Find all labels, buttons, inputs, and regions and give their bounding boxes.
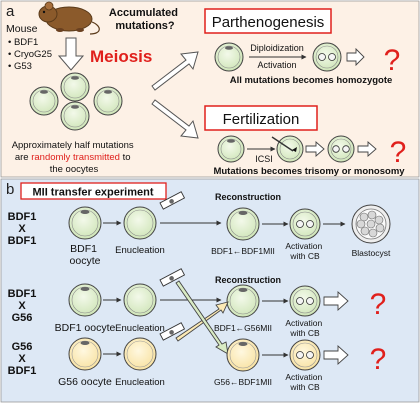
activation-cb-label: Activation with CB — [285, 241, 324, 261]
question-mark: ? — [370, 343, 387, 376]
cross-label: BDF1 X G56 — [8, 288, 37, 324]
svg-text:G56: G56 — [12, 312, 33, 324]
reconstructed-oocyte — [226, 338, 260, 372]
mii-title: MII transfer experiment — [32, 187, 153, 199]
parthenogenesis-title: Parthenogenesis — [212, 14, 325, 31]
result-arrow — [346, 47, 365, 67]
enucleated-oocyte — [123, 337, 157, 371]
activated-oocyte — [312, 42, 342, 72]
cross-label: G56 X BDF1 — [8, 341, 37, 377]
fert-arrow-1 — [305, 141, 325, 157]
reconstructed-oocyte — [226, 284, 260, 318]
homozygote-result: All mutations becomes homozygote — [230, 75, 393, 86]
pipette — [159, 191, 186, 210]
question-mark: ? — [370, 288, 387, 321]
arrow — [323, 290, 349, 312]
question-mark: ? — [390, 136, 407, 169]
activation-label: Activation — [257, 60, 296, 70]
svg-text:BDF1: BDF1 — [8, 235, 37, 247]
oocyte-group — [29, 72, 123, 131]
panel-a-letter: a — [6, 3, 15, 20]
meiosis-arrow — [57, 37, 85, 71]
icsi-label: ICSI — [255, 154, 273, 164]
strain-item: • CryoG25 — [8, 49, 52, 60]
strain-item: • BDF1 — [8, 37, 38, 48]
activation-cb-label: Activation with CB — [285, 372, 324, 392]
fertilization-box — [204, 105, 318, 131]
question-mark: ? — [384, 44, 401, 77]
svg-text:BDF1: BDF1 — [8, 365, 37, 377]
fertilization-oocyte — [217, 135, 245, 163]
diploidization-label: Diploidization — [250, 43, 304, 53]
reconstruction-id: BDF1←BDF1MII — [211, 246, 275, 256]
mouse-illustration — [38, 1, 100, 35]
activation-cb-label: Activation with CB — [285, 318, 324, 338]
cross-label: BDF1 X BDF1 — [8, 211, 37, 247]
enucleation-label: Enucleation — [115, 323, 165, 334]
transfer-arrow-g56-to-bdf1 — [175, 301, 229, 342]
trisomy-result: Mutations becomes trisomy or monosomy — [213, 166, 405, 177]
zygote — [327, 135, 355, 163]
svg-text:X: X — [18, 223, 26, 235]
oocyte-label: BDF1 oocyte — [70, 243, 101, 267]
arrow-to-fertilization — [151, 99, 199, 139]
parthenogenesis-box — [204, 8, 332, 34]
g56-oocyte — [68, 337, 102, 371]
svg-text:BDF1: BDF1 — [8, 288, 37, 300]
injected-oocyte — [271, 135, 304, 163]
fert-arrow-2 — [357, 141, 377, 157]
reconstructed-oocyte — [226, 207, 260, 241]
enucleation-label: Enucleation — [115, 377, 165, 388]
meiosis-label: Meiosis — [90, 47, 152, 66]
activated-embryo — [289, 208, 321, 240]
fertilization-title: Fertilization — [223, 111, 300, 128]
activated-embryo — [289, 285, 321, 317]
svg-text:G56: G56 — [12, 341, 33, 353]
pipette — [159, 322, 186, 341]
transmission-caption: Approximately half mutations are randoml… — [12, 140, 137, 175]
question-label: Accumulated mutations? — [109, 7, 181, 32]
blastocyst-label: Blastocyst — [352, 248, 391, 258]
oocyte-label: BDF1 oocyte — [55, 322, 116, 334]
reconstruction-id: G56←BDF1MII — [214, 377, 272, 387]
enucleation-label: Enucleation — [115, 245, 165, 256]
reconstruction-id: BDF1←G56MII — [214, 323, 272, 333]
parthenogenesis-oocyte — [214, 42, 244, 72]
oocyte-label: G56 oocyte — [58, 376, 112, 388]
arrow — [323, 344, 349, 366]
activated-embryo — [289, 339, 321, 371]
mii-title-box — [20, 182, 167, 200]
enucleated-oocyte — [123, 283, 157, 317]
panel-a: a Mouse • BDF1 • CryoG25 • G53 Accumulat… — [0, 0, 420, 178]
strain-list: • BDF1 • CryoG25 • G53 — [8, 37, 52, 72]
panel-b-letter: b — [6, 181, 14, 198]
bdf1-oocyte — [68, 283, 102, 317]
svg-text:X: X — [18, 353, 26, 365]
strain-item: • G53 — [8, 61, 32, 72]
bdf1-oocyte — [68, 206, 102, 240]
svg-text:BDF1: BDF1 — [8, 211, 37, 223]
panel-b: b MII transfer experiment BDF1 X BDF1 BD… — [0, 178, 420, 403]
svg-text:X: X — [18, 300, 26, 312]
transfer-arrow-bdf1-to-g56 — [175, 280, 229, 355]
pipette — [159, 268, 186, 287]
arrow-to-parthenogenesis — [151, 51, 199, 91]
reconstruction-label: Reconstruction — [215, 192, 281, 202]
blastocyst-image — [351, 204, 391, 244]
mouse-label: Mouse — [6, 23, 38, 35]
reconstruction-label: Reconstruction — [215, 275, 281, 285]
enucleated-oocyte — [123, 206, 157, 240]
